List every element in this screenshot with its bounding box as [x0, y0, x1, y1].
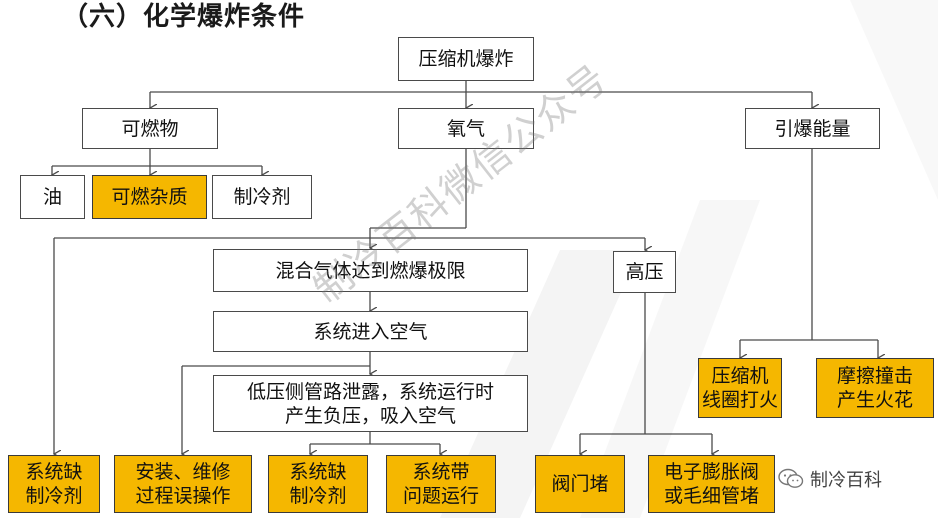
node-friction-sparks: 摩擦撞击 产生火花 — [816, 358, 934, 418]
node-lack-refrigerant-2: 系统缺 制冷剂 — [268, 455, 368, 513]
node-gas-mixture-limit: 混合气体达到燃爆极限 — [213, 249, 528, 292]
brand-label: 制冷百科 — [810, 470, 882, 491]
node-high-pressure: 高压 — [613, 251, 676, 293]
wechat-icon — [778, 468, 804, 490]
node-oxygen: 氧气 — [398, 108, 534, 149]
node-combustible-impurities: 可燃杂质 — [92, 175, 207, 219]
node-expansion-valve-blocked: 电子膨胀阀 或毛细管堵 — [648, 455, 775, 513]
page-title: （六）化学爆炸条件 — [62, 2, 306, 32]
node-oil: 油 — [20, 175, 85, 219]
node-coil-sparking: 压缩机 线圈打火 — [698, 358, 782, 418]
node-system-problem-running: 系统带 问题运行 — [386, 455, 496, 513]
node-ignition-energy: 引爆能量 — [745, 108, 880, 149]
node-install-maintenance-error: 安装、维修 过程误操作 — [114, 455, 252, 513]
node-refrigerant: 制冷剂 — [212, 175, 312, 219]
node-valve-blocked: 阀门堵 — [535, 455, 625, 513]
node-lack-refrigerant-1: 系统缺 制冷剂 — [8, 455, 100, 513]
node-combustibles: 可燃物 — [82, 108, 218, 149]
node-compressor-explosion: 压缩机爆炸 — [398, 37, 534, 81]
node-system-air-entry: 系统进入空气 — [213, 311, 528, 352]
brand-badge: 制冷百科 — [778, 466, 882, 492]
node-low-pressure-leak: 低压侧管路泄露，系统运行时 产生负压，吸入空气 — [213, 375, 528, 432]
